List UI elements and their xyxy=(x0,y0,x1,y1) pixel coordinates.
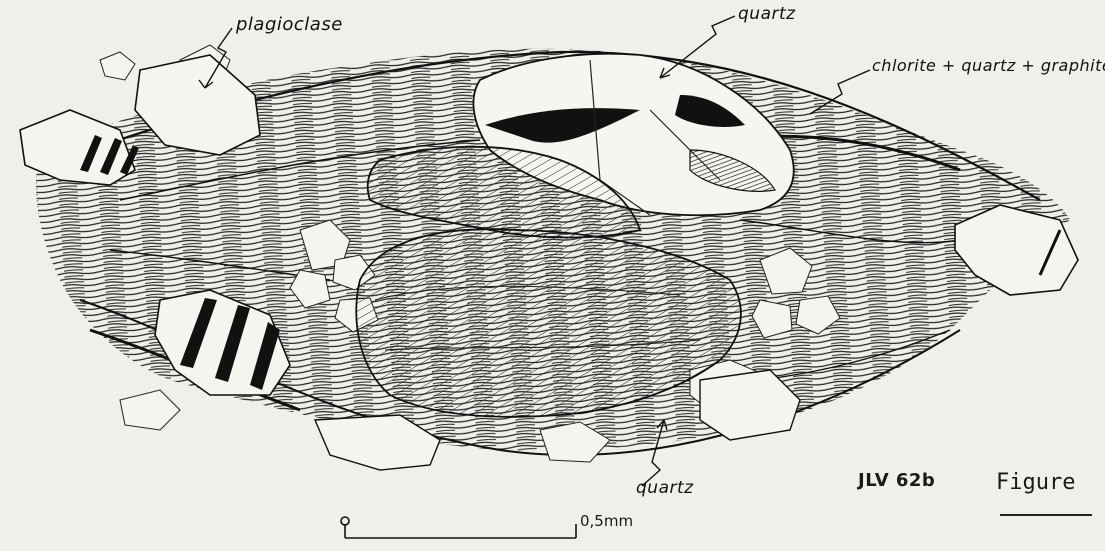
figure-underline xyxy=(1000,514,1092,516)
label-chlorite-quartz-graphite: chlorite + quartz + graphite xyxy=(872,56,1105,75)
sample-id: JLV 62b xyxy=(858,470,935,491)
scale-bar-label: 0,5mm xyxy=(580,512,633,530)
label-quartz-bottom: quartz xyxy=(636,478,694,498)
label-plagioclase: plagioclase xyxy=(236,14,343,35)
scale-bar xyxy=(341,517,576,538)
label-quartz-top: quartz xyxy=(738,4,796,24)
figure-caption: Figure xyxy=(996,470,1075,495)
